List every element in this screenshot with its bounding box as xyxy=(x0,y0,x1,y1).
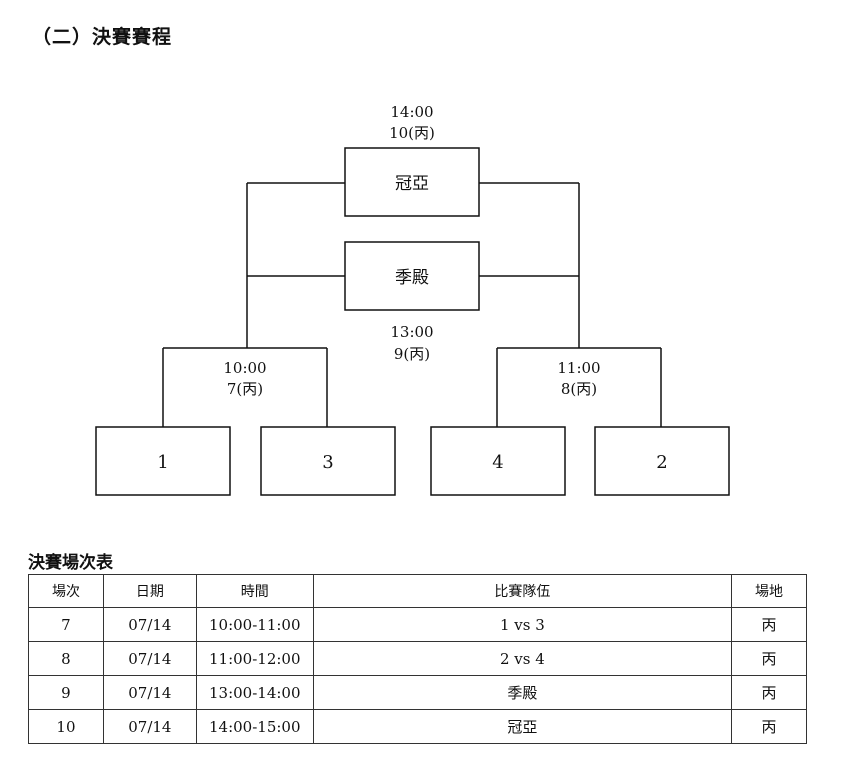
final-box xyxy=(344,147,480,217)
tournament-bracket: 14:00 10(丙) 冠亞 季殿 13:00 9(丙) 10:00 7(丙) … xyxy=(95,103,730,496)
table-row: 9 07/14 13:00-14:00 季殿 丙 xyxy=(28,675,807,710)
semi-left-time: 10:00 xyxy=(223,359,266,377)
cell-matchup: 冠亞 xyxy=(312,709,733,744)
cell-date: 07/14 xyxy=(102,709,197,744)
cell-time: 11:00-12:00 xyxy=(195,641,314,676)
cell-venue: 丙 xyxy=(731,607,807,642)
semi-right-game: 8(丙) xyxy=(561,380,597,398)
header-game-no: 場次 xyxy=(28,574,104,608)
team-box-2 xyxy=(260,426,396,496)
final-game: 10(丙) xyxy=(389,124,435,142)
header-matchup: 比賽隊伍 xyxy=(312,574,733,608)
cell-matchup: 2 vs 4 xyxy=(312,641,733,676)
cell-date: 07/14 xyxy=(102,641,197,676)
section-title: （二）決賽賽程 xyxy=(32,26,173,48)
third-place-game: 9(丙) xyxy=(394,345,430,363)
table-row: 7 07/14 10:00-11:00 1 vs 3 丙 xyxy=(28,607,807,642)
final-label: 冠亞 xyxy=(395,174,429,194)
cell-venue: 丙 xyxy=(731,675,807,710)
cell-date: 07/14 xyxy=(102,607,197,642)
schedule-table-title: 決賽場次表 xyxy=(28,553,113,573)
bracket-lines xyxy=(162,182,662,427)
semi-left-game: 7(丙) xyxy=(227,380,263,398)
third-place-label: 季殿 xyxy=(395,268,429,288)
cell-venue: 丙 xyxy=(731,709,807,744)
cell-game-no: 10 xyxy=(28,709,104,744)
third-place-box xyxy=(344,241,480,311)
semi-right-time: 11:00 xyxy=(557,359,600,377)
team-box-1 xyxy=(95,426,231,496)
third-place-time: 13:00 xyxy=(390,323,433,341)
table-row: 10 07/14 14:00-15:00 冠亞 丙 xyxy=(28,709,807,744)
cell-time: 13:00-14:00 xyxy=(195,675,314,710)
header-time: 時間 xyxy=(195,574,314,608)
cell-game-no: 7 xyxy=(28,607,104,642)
cell-time: 14:00-15:00 xyxy=(195,709,314,744)
table-header-row: 場次 日期 時間 比賽隊伍 場地 xyxy=(28,574,807,608)
cell-matchup: 季殿 xyxy=(312,675,733,710)
team-box-3 xyxy=(430,426,566,496)
team-label-1: 1 xyxy=(157,452,168,473)
team-label-2: 3 xyxy=(322,452,333,473)
cell-game-no: 8 xyxy=(28,641,104,676)
header-date: 日期 xyxy=(102,574,197,608)
cell-venue: 丙 xyxy=(731,641,807,676)
cell-game-no: 9 xyxy=(28,675,104,710)
team-label-3: 4 xyxy=(492,452,503,473)
header-venue: 場地 xyxy=(731,574,807,608)
cell-date: 07/14 xyxy=(102,675,197,710)
team-label-4: 2 xyxy=(656,452,667,473)
cell-time: 10:00-11:00 xyxy=(195,607,314,642)
final-time: 14:00 xyxy=(390,103,433,121)
team-box-4 xyxy=(594,426,730,496)
table-row: 8 07/14 11:00-12:00 2 vs 4 丙 xyxy=(28,641,807,676)
cell-matchup: 1 vs 3 xyxy=(312,607,733,642)
schedule-table: 場次 日期 時間 比賽隊伍 場地 7 07/14 10:00-11:00 1 v… xyxy=(28,574,807,744)
